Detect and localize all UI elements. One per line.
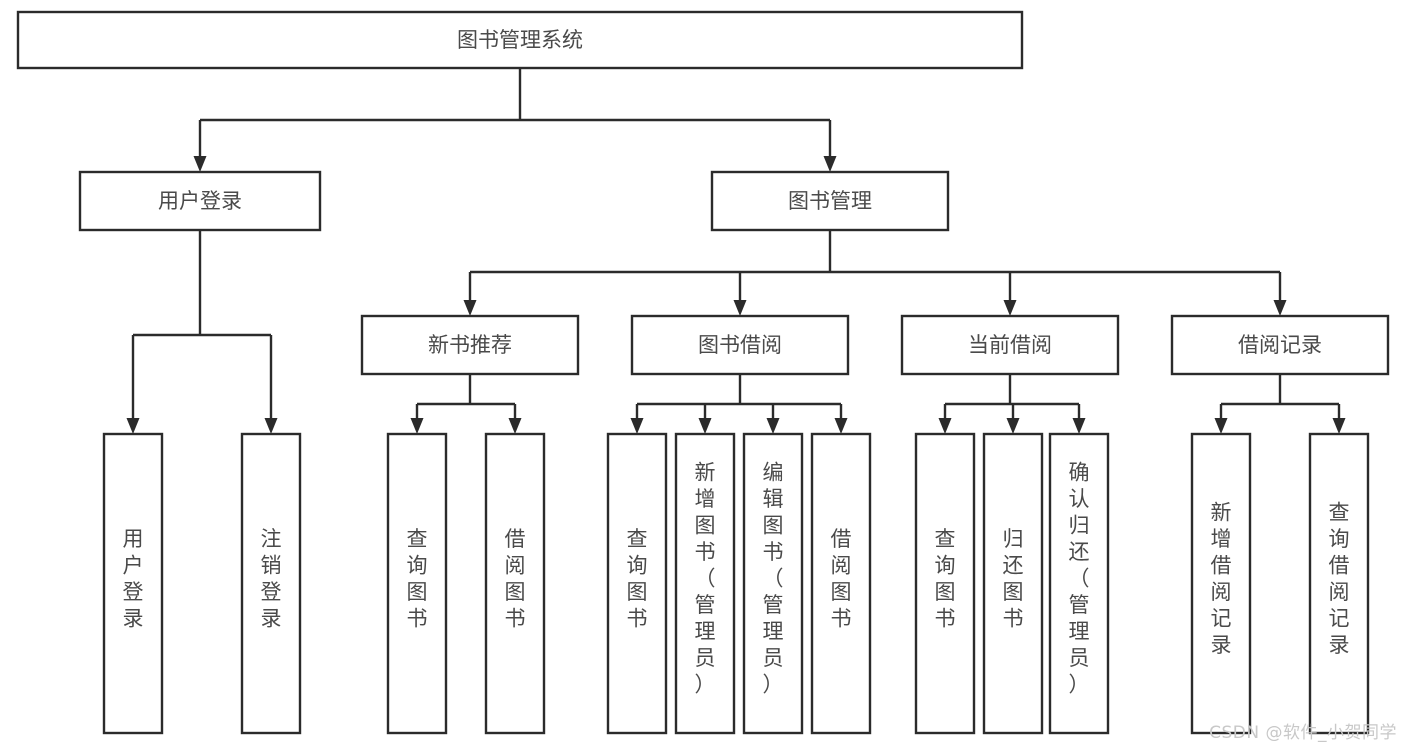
node-leaf-borrow-book-1[interactable]: 借阅图书 (484, 432, 546, 735)
node-leaf-edit-book[interactable]: 编辑图书（管理员） (742, 432, 804, 735)
edge-book-borrow-to-borrow-arrowhead (834, 418, 848, 434)
node-box-user-login (78, 170, 322, 232)
node-label-user-login: 用户登录 (158, 189, 242, 213)
edge-book-manage-to-new-book-rec-arrowhead (463, 300, 477, 316)
node-box-leaf-return-book (982, 432, 1044, 735)
node-label-leaf-user-login: 用户登录 (123, 527, 144, 631)
node-leaf-query-record[interactable]: 查询借阅记录 (1308, 432, 1370, 735)
node-box-leaf-query-book-3 (914, 432, 976, 735)
node-label-leaf-logout: 注销登录 (261, 527, 282, 631)
node-label-leaf-edit-book: 编辑图书（管理员） (763, 461, 784, 697)
node-label-leaf-confirm-return: 确认归还（管理员） (1069, 461, 1090, 697)
node-box-leaf-query-book-2 (606, 432, 668, 735)
edge-user-login-to-login-arrowhead (126, 418, 140, 434)
node-label-borrow-record: 借阅记录 (1238, 333, 1322, 357)
node-box-leaf-edit-book (742, 432, 804, 735)
node-box-root (16, 10, 1024, 70)
node-label-leaf-add-book: 新增图书（管理员） (695, 461, 716, 697)
node-box-leaf-borrow-book-1 (484, 432, 546, 735)
node-leaf-logout[interactable]: 注销登录 (240, 432, 302, 735)
node-leaf-add-record[interactable]: 新增借阅记录 (1190, 432, 1252, 735)
edge-book-manage-to-current-borrow-arrowhead (1003, 300, 1017, 316)
node-label-root: 图书管理系统 (457, 28, 583, 52)
edge-book-manage-to-borrow-record-arrowhead (1273, 300, 1287, 316)
node-leaf-add-book[interactable]: 新增图书（管理员） (674, 432, 736, 735)
node-box-book-manage (710, 170, 950, 232)
node-label-leaf-query-book-1: 查询图书 (407, 527, 428, 631)
node-label-leaf-query-book-2: 查询图书 (627, 527, 648, 631)
edge-new-book-rec-to-borrow-arrowhead (508, 418, 522, 434)
node-root[interactable]: 图书管理系统 (16, 10, 1024, 70)
edge-root-to-user-login-arrowhead (193, 156, 207, 172)
edge-book-borrow-to-query-arrowhead (630, 418, 644, 434)
node-current-borrow[interactable]: 当前借阅 (900, 314, 1120, 376)
node-leaf-borrow-book-2[interactable]: 借阅图书 (810, 432, 872, 735)
node-leaf-query-book-1[interactable]: 查询图书 (386, 432, 448, 735)
edge-book-borrow-to-edit-arrowhead (766, 418, 780, 434)
node-box-leaf-user-login (102, 432, 164, 735)
edge-user-login-to-logout-arrowhead (264, 418, 278, 434)
node-label-leaf-borrow-book-1: 借阅图书 (505, 527, 526, 631)
node-box-leaf-logout (240, 432, 302, 735)
edge-borrow-record-to-add-arrowhead (1214, 418, 1228, 434)
node-box-book-borrow (630, 314, 850, 376)
connector-layer (126, 68, 1346, 434)
node-leaf-query-book-3[interactable]: 查询图书 (914, 432, 976, 735)
node-box-leaf-query-book-1 (386, 432, 448, 735)
node-box-leaf-confirm-return (1048, 432, 1110, 735)
node-label-book-borrow: 图书借阅 (698, 333, 782, 357)
node-layer: 图书管理系统用户登录图书管理新书推荐图书借阅当前借阅借阅记录用户登录注销登录查询… (16, 10, 1390, 735)
node-label-leaf-add-record: 新增借阅记录 (1211, 500, 1232, 657)
edge-current-borrow-to-confirm-arrowhead (1072, 418, 1086, 434)
node-box-leaf-add-record (1190, 432, 1252, 735)
node-label-current-borrow: 当前借阅 (968, 333, 1052, 357)
node-box-leaf-borrow-book-2 (810, 432, 872, 735)
node-borrow-record[interactable]: 借阅记录 (1170, 314, 1390, 376)
node-label-leaf-return-book: 归还图书 (1003, 527, 1024, 631)
edge-book-borrow-to-add-arrowhead (698, 418, 712, 434)
node-label-leaf-borrow-book-2: 借阅图书 (831, 527, 852, 631)
node-box-borrow-record (1170, 314, 1390, 376)
edge-root-to-book-manage-arrowhead (823, 156, 837, 172)
node-user-login[interactable]: 用户登录 (78, 170, 322, 232)
node-label-book-manage: 图书管理 (788, 189, 872, 213)
edge-borrow-record-to-query-arrowhead (1332, 418, 1346, 434)
node-label-leaf-query-book-3: 查询图书 (935, 527, 956, 631)
node-book-manage[interactable]: 图书管理 (710, 170, 950, 232)
node-box-leaf-query-record (1308, 432, 1370, 735)
node-box-new-book-rec (360, 314, 580, 376)
edge-current-borrow-to-return-arrowhead (1006, 418, 1020, 434)
node-new-book-rec[interactable]: 新书推荐 (360, 314, 580, 376)
node-book-borrow[interactable]: 图书借阅 (630, 314, 850, 376)
node-leaf-query-book-2[interactable]: 查询图书 (606, 432, 668, 735)
node-leaf-return-book[interactable]: 归还图书 (982, 432, 1044, 735)
node-box-current-borrow (900, 314, 1120, 376)
edge-new-book-rec-to-query-arrowhead (410, 418, 424, 434)
node-leaf-confirm-return[interactable]: 确认归还（管理员） (1048, 432, 1110, 735)
edge-current-borrow-to-query-arrowhead (938, 418, 952, 434)
node-label-leaf-query-record: 查询借阅记录 (1329, 500, 1350, 657)
node-label-new-book-rec: 新书推荐 (428, 333, 512, 357)
edge-book-manage-to-book-borrow-arrowhead (733, 300, 747, 316)
node-box-leaf-add-book (674, 432, 736, 735)
node-leaf-user-login[interactable]: 用户登录 (102, 432, 164, 735)
